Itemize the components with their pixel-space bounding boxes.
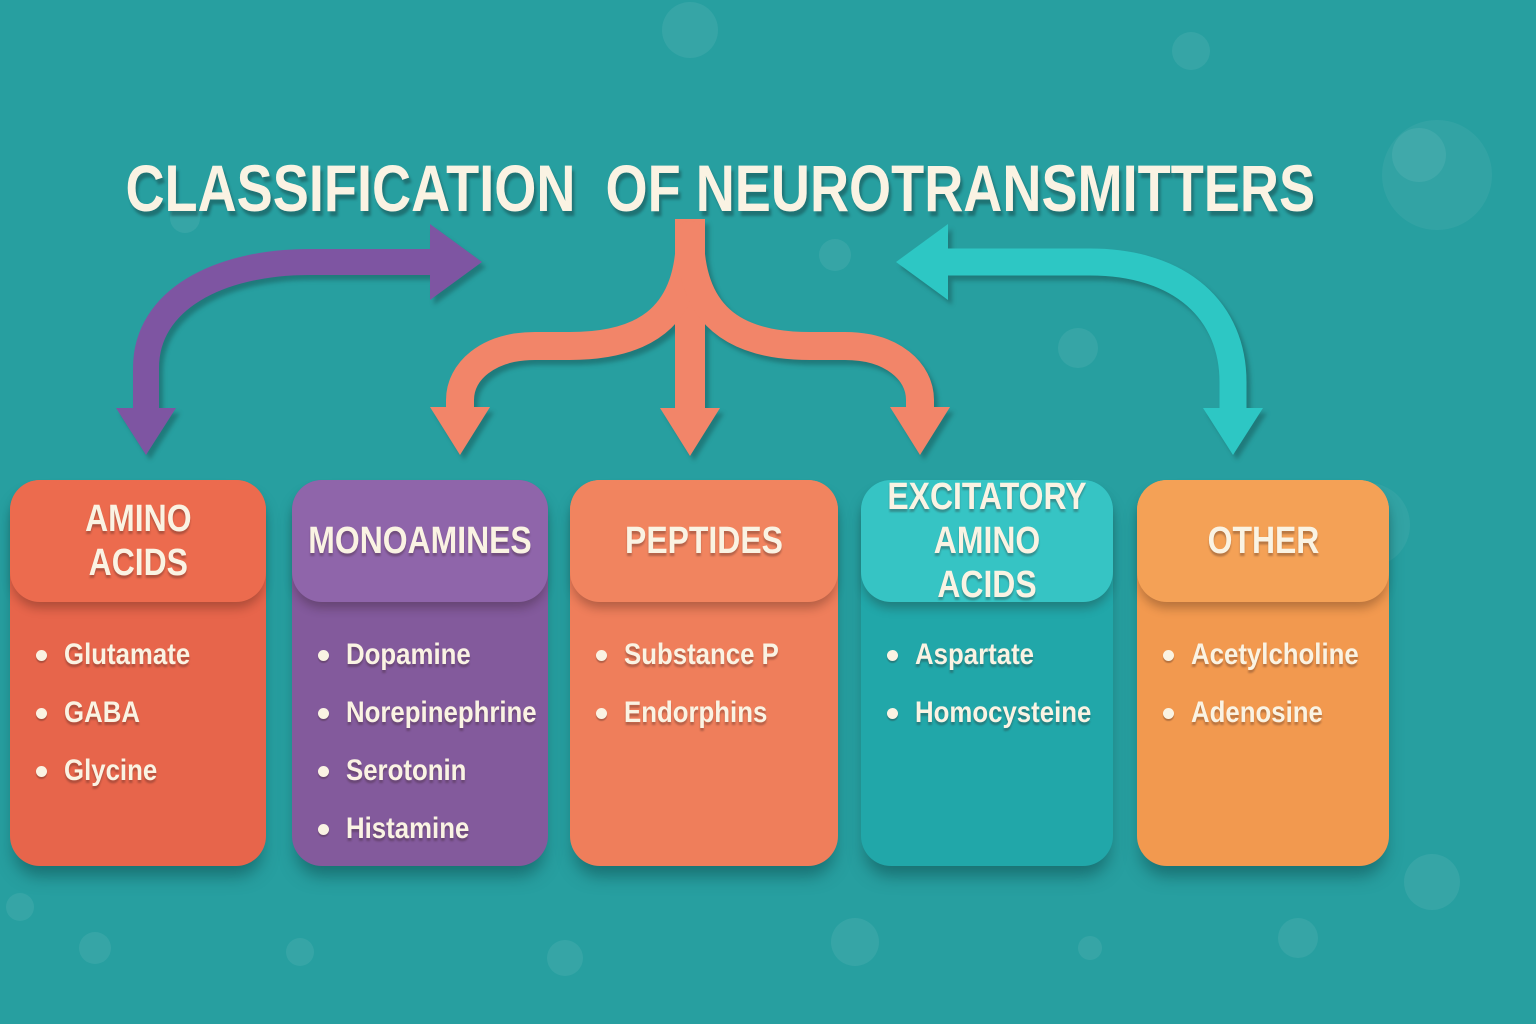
bokeh-circle: [79, 932, 111, 964]
card-title: EXCITATORY AMINO ACIDS: [887, 476, 1087, 606]
bullet-dot: [596, 649, 607, 661]
bokeh-circle: [1058, 328, 1098, 368]
list-item: Adenosine: [1163, 696, 1389, 730]
bokeh-circle: [819, 239, 851, 271]
page-title: CLASSIFICATION OF NEUROTRANSMITTERS: [125, 151, 1316, 226]
card-monoamines-header: MONOAMINES: [292, 480, 548, 602]
card-title: PEPTIDES: [625, 520, 783, 562]
card-other-header: OTHER: [1137, 480, 1389, 602]
list-item: Endorphins: [596, 696, 838, 730]
bokeh-circle: [170, 203, 200, 233]
list-item-label: Glutamate: [64, 638, 191, 671]
list-item: Acetylcholine: [1163, 638, 1389, 672]
bokeh-circle: [1278, 918, 1318, 958]
list-item-label: Dopamine: [346, 638, 471, 671]
purple-arrowhead-down-icon: [116, 408, 176, 455]
list-item-label: Endorphins: [624, 696, 768, 729]
list-item-label: Histamine: [346, 812, 470, 845]
list-item-label: Aspartate: [915, 638, 1035, 671]
card-item-list: Dopamine Norepinephrine Serotonin Histam…: [292, 480, 548, 846]
bullet-dot: [318, 707, 329, 719]
teal-arrow-shaft: [914, 248, 1247, 428]
bokeh-circle: [1078, 936, 1102, 960]
bullet-dot: [887, 707, 898, 719]
card-item-list: Glutamate GABA Glycine: [10, 480, 266, 788]
list-item-label: Substance P: [624, 638, 779, 671]
list-item: Homocysteine: [887, 696, 1113, 730]
list-item: Aspartate: [887, 638, 1113, 672]
list-item-label: Acetylcholine: [1191, 638, 1359, 671]
list-item: Glycine: [36, 754, 266, 788]
list-item: Histamine: [318, 812, 548, 846]
bokeh-circle: [831, 918, 879, 966]
card-excitatory-amino-acids: EXCITATORY AMINO ACIDS Aspartate Homocys…: [861, 476, 1113, 866]
purple-arrow-shaft: [133, 249, 465, 427]
orange-arrowhead-right-icon: [890, 407, 950, 455]
bullet-dot: [36, 765, 47, 777]
bokeh-circle: [286, 938, 314, 966]
bokeh-circle: [6, 893, 34, 921]
list-item: Norepinephrine: [318, 696, 548, 730]
list-item-label: GABA: [64, 696, 140, 729]
card-title: OTHER: [1207, 520, 1319, 562]
card-peptides: PEPTIDES Substance P Endorphins: [570, 480, 838, 866]
list-item-label: Homocysteine: [915, 696, 1092, 729]
purple-arrow: [116, 224, 482, 455]
bullet-dot: [596, 707, 607, 719]
bokeh-circle: [1382, 120, 1492, 230]
bullet-dot: [36, 707, 47, 719]
bullet-dot: [318, 649, 329, 661]
card-title: AMINO ACIDS: [84, 498, 192, 584]
card-excitatory-header: EXCITATORY AMINO ACIDS: [861, 476, 1113, 606]
bokeh-circle: [662, 2, 718, 58]
card-amino-acids-header: AMINO ACIDS: [10, 480, 266, 602]
teal-arrowhead-down-icon: [1203, 408, 1263, 455]
bokeh-circle: [1404, 854, 1460, 910]
bullet-dot: [318, 823, 329, 835]
card-amino-acids: AMINO ACIDS Glutamate GABA Glycine: [10, 480, 266, 866]
bullet-dot: [1163, 707, 1174, 719]
card-peptides-header: PEPTIDES: [570, 480, 838, 602]
list-item: Serotonin: [318, 754, 548, 788]
teal-arrow: [896, 224, 1263, 455]
list-item-label: Serotonin: [346, 754, 467, 787]
orange-arrowhead-center-icon: [660, 408, 720, 456]
card-monoamines: MONOAMINES Dopamine Norepinephrine Serot…: [292, 480, 548, 866]
card-other: OTHER Acetylcholine Adenosine: [1137, 480, 1389, 866]
list-item: Substance P: [596, 638, 838, 672]
bokeh-circle: [547, 940, 583, 976]
orange-arrowhead-left-icon: [430, 407, 490, 455]
card-item-list: Acetylcholine Adenosine: [1137, 480, 1389, 730]
orange-arrow-right-branch: [676, 221, 934, 426]
bokeh-circle: [1392, 128, 1446, 182]
list-item-label: Adenosine: [1191, 696, 1323, 729]
card-item-list: Substance P Endorphins: [570, 480, 838, 730]
bullet-dot: [318, 765, 329, 777]
bullet-dot: [887, 649, 898, 661]
bullet-dot: [36, 649, 47, 661]
list-item-label: Norepinephrine: [346, 696, 537, 729]
list-item: Glutamate: [36, 638, 266, 672]
bokeh-circle: [1172, 32, 1210, 70]
orange-arrow-left-branch: [446, 221, 704, 426]
list-item: Dopamine: [318, 638, 548, 672]
card-item-list: Aspartate Homocysteine: [861, 480, 1113, 730]
teal-arrowhead-left-icon: [896, 224, 948, 300]
card-title: MONOAMINES: [308, 520, 532, 562]
list-item: GABA: [36, 696, 266, 730]
bullet-dot: [1163, 649, 1174, 661]
orange-branch-arrow: [430, 219, 950, 456]
list-item-label: Glycine: [64, 754, 158, 787]
purple-arrowhead-right-icon: [430, 224, 482, 300]
